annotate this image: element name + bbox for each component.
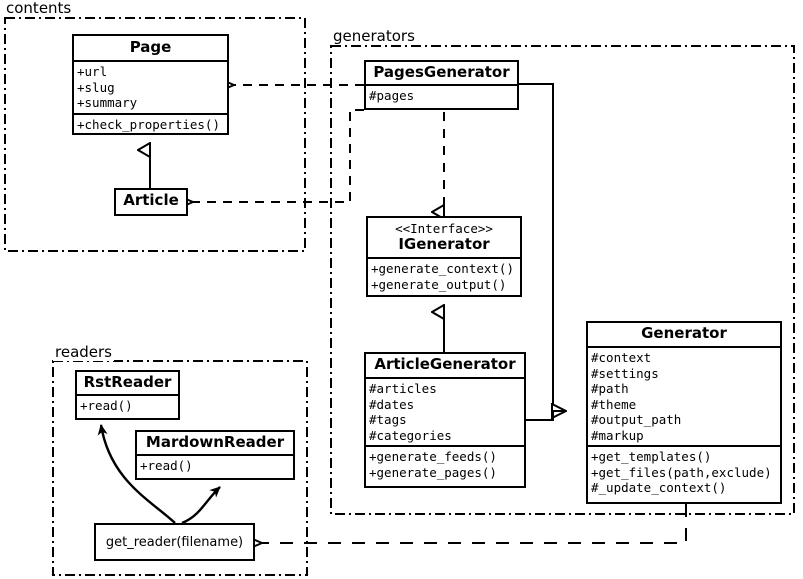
class-page-attributes: +url +slug +summary — [74, 60, 227, 113]
class-article-generator-name: ArticleGenerator — [374, 355, 516, 373]
class-mardown-reader[interactable]: MardownReader +read() — [135, 430, 295, 480]
class-pages-generator-attributes: #pages — [366, 84, 517, 106]
class-igenerator-stereotype: <<Interface>> — [395, 221, 493, 236]
class-article-generator-method: +generate_feeds() — [369, 449, 497, 464]
class-generator[interactable]: Generator #context #settings #path #them… — [586, 321, 782, 504]
class-generator-attribute: #path — [591, 381, 629, 396]
class-igenerator-name: IGenerator — [398, 235, 490, 253]
class-article-generator-attribute: #categories — [369, 427, 452, 443]
class-article-generator-attribute: #tags — [369, 412, 407, 427]
class-pages-generator-name: PagesGenerator — [373, 63, 510, 81]
class-generator-name: Generator — [641, 324, 727, 342]
class-rst-reader-method: +read() — [80, 398, 133, 413]
class-rst-reader-methods: +read() — [77, 394, 178, 416]
function-box-get-reader-label: get_reader(filename) — [105, 534, 244, 550]
class-mardown-reader-method: +read() — [140, 458, 193, 473]
class-article-generator-attribute: #dates — [369, 396, 415, 412]
class-page-methods: +check_properties() — [74, 112, 227, 135]
class-page-attribute: +slug — [77, 79, 115, 95]
class-igenerator-methods: +generate_context() +generate_output() — [368, 257, 520, 294]
class-page-name: Page — [129, 38, 172, 56]
class-generator-attribute: #context — [591, 350, 652, 365]
class-generator-method: +get_templates() — [591, 449, 712, 464]
class-article-name: Article — [123, 191, 179, 209]
class-generator-attribute: #theme — [591, 396, 637, 412]
class-igenerator[interactable]: <<Interface>> IGenerator +generate_conte… — [366, 216, 522, 297]
class-pages-generator[interactable]: PagesGenerator #pages — [364, 60, 519, 110]
class-page-attribute: +url — [77, 64, 108, 79]
class-article-generator[interactable]: ArticleGenerator #articles #dates #tags … — [364, 352, 526, 488]
class-generator-methods: +get_templates() +get_files(path,exclude… — [588, 445, 780, 498]
package-label-contents: contents — [4, 0, 74, 17]
class-page-method: +check_properties() — [77, 116, 220, 132]
class-pages-generator-attribute: #pages — [369, 88, 415, 103]
class-generator-method: +get_files(path,exclude) — [591, 464, 772, 480]
class-page-attribute: +summary — [77, 95, 138, 110]
class-rst-reader-name: RstReader — [83, 373, 172, 391]
class-article-generator-methods: +generate_feeds() +generate_pages() — [366, 445, 524, 482]
package-label-readers: readers — [53, 343, 114, 361]
class-mardown-reader-methods: +read() — [137, 454, 293, 476]
rel-articlegenerator-inherits-generator — [526, 410, 566, 421]
rel-getreader-returns-mardownreader — [181, 486, 221, 525]
class-igenerator-method: +generate_context() — [371, 261, 514, 276]
class-rst-reader[interactable]: RstReader +read() — [75, 370, 180, 420]
rel-generator-uses-getreader — [262, 504, 687, 543]
class-generator-attribute: #output_path — [591, 412, 682, 427]
class-igenerator-method: +generate_output() — [371, 276, 507, 292]
class-generator-attribute: #settings — [591, 365, 659, 381]
class-article-generator-attribute: #articles — [369, 381, 437, 396]
class-article[interactable]: Article — [114, 188, 188, 216]
class-generator-method: #_update_context() — [591, 480, 727, 495]
package-label-generators: generators — [331, 27, 417, 45]
class-article-generator-attributes: #articles #dates #tags #categories — [366, 377, 524, 445]
class-generator-attributes: #context #settings #path #theme #output_… — [588, 346, 780, 445]
class-generator-attribute: #markup — [591, 427, 644, 443]
rel-pagesgenerator-inherits-generator — [519, 83, 566, 411]
class-article-generator-method: +generate_pages() — [369, 464, 497, 480]
function-box-get-reader[interactable]: get_reader(filename) — [94, 523, 255, 561]
class-page[interactable]: Page +url +slug +summary +check_properti… — [72, 34, 229, 135]
class-mardown-reader-name: MardownReader — [145, 433, 285, 451]
